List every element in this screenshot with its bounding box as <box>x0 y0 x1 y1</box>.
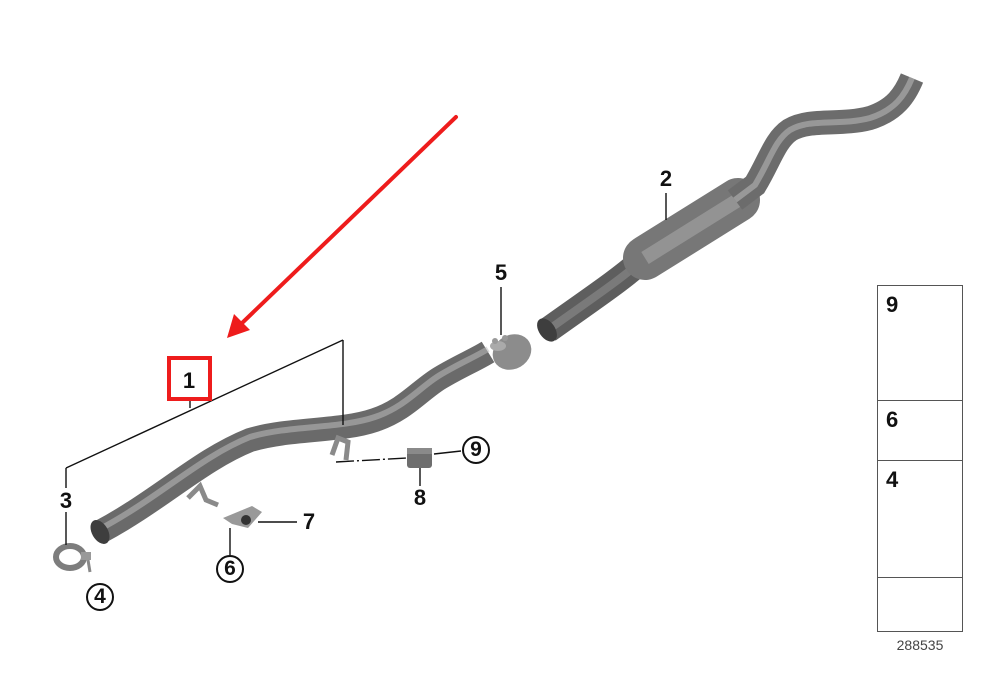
callout-6[interactable]: 6 <box>216 555 244 583</box>
callout-9[interactable]: 9 <box>462 436 490 464</box>
front-pipe-1 <box>90 341 495 544</box>
bushing-8 <box>407 448 432 468</box>
callout-4[interactable]: 4 <box>86 583 114 611</box>
callout-5[interactable]: 5 <box>494 260 508 285</box>
pipe-clamp-3 <box>53 543 92 573</box>
legend-num-4: 4 <box>886 467 899 492</box>
callout-8[interactable]: 8 <box>413 485 427 510</box>
fastener-legend-panel: 9 6 4 <box>877 285 963 632</box>
leader-lines <box>65 193 667 555</box>
bracket-7 <box>223 506 262 528</box>
legend-cell-6[interactable]: 6 <box>878 401 962 461</box>
red-arrow-annotation <box>227 115 458 338</box>
callout-3[interactable]: 3 <box>59 488 73 513</box>
connector-clamp-5 <box>490 334 532 370</box>
legend-num-6: 6 <box>886 407 899 432</box>
highlight-box-part-1 <box>167 356 212 401</box>
legend-cell-direction <box>878 578 962 633</box>
callout-7[interactable]: 7 <box>302 509 316 534</box>
callout-2[interactable]: 2 <box>659 166 673 191</box>
legend-num-9: 9 <box>886 292 899 317</box>
diagram-reference-number: 288535 <box>896 637 944 653</box>
callout-1[interactable]: 1 <box>182 368 196 393</box>
legend-cell-9[interactable]: 9 <box>878 286 962 401</box>
legend-cell-4[interactable]: 4 <box>878 461 962 578</box>
rear-pipe-2 <box>537 73 924 342</box>
